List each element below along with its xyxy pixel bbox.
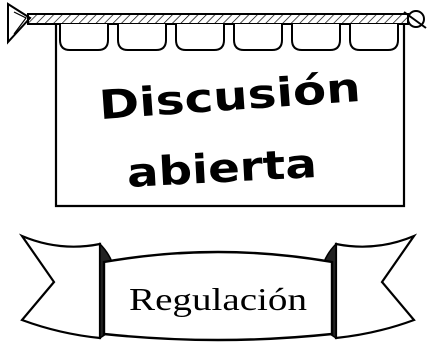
banner-valance (59, 24, 399, 51)
banner-line-1: Discusión (98, 65, 363, 129)
banner-line-2: abierta (126, 141, 318, 197)
ribbon-label: Regulación (129, 281, 307, 317)
banner-cloth (54, 24, 406, 208)
ribbon-banner (18, 233, 418, 342)
